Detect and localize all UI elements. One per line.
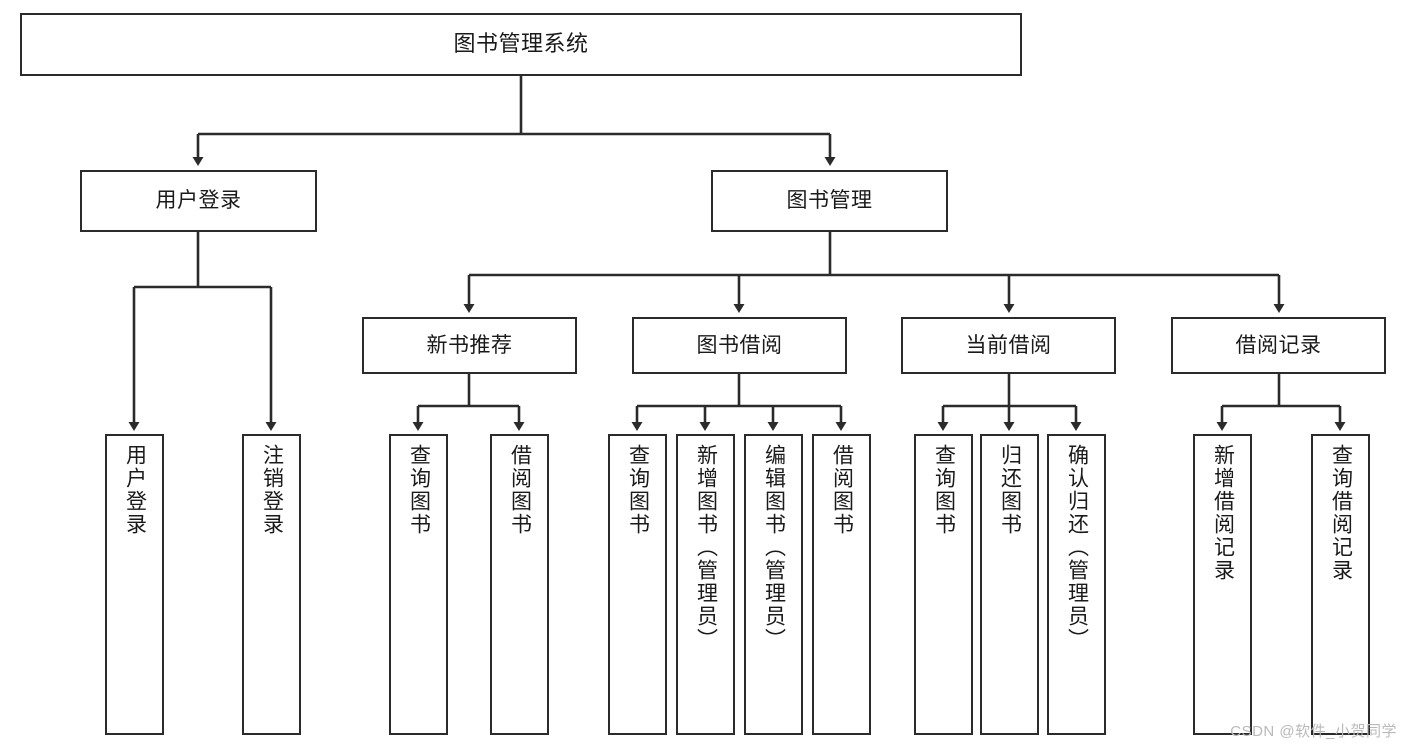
node-label: 新增借阅记录 bbox=[1211, 444, 1235, 582]
node-book-borrow[interactable]: 图书借阅 bbox=[632, 317, 847, 374]
node-label: 归还图书 bbox=[998, 444, 1022, 536]
node-borrow-record[interactable]: 借阅记录 bbox=[1171, 317, 1386, 374]
watermark: CSDN @软件_小贺同学 bbox=[1230, 723, 1397, 740]
node-label: 借阅记录 bbox=[1235, 333, 1322, 357]
node-label: 借阅图书 bbox=[830, 444, 854, 536]
leaf-query-borrow-record[interactable]: 查询借阅记录 bbox=[1311, 434, 1370, 735]
node-label: 查询图书 bbox=[932, 444, 956, 536]
leaf-add-borrow-record[interactable]: 新增借阅记录 bbox=[1193, 434, 1252, 735]
leaf-query-book-recommend[interactable]: 查询图书 bbox=[389, 434, 448, 735]
node-label: 查询图书 bbox=[407, 444, 431, 536]
node-current-borrow[interactable]: 当前借阅 bbox=[901, 317, 1116, 374]
leaf-query-book-current[interactable]: 查询图书 bbox=[914, 434, 973, 735]
node-label: 查询图书 bbox=[626, 444, 650, 536]
node-new-book-recommend[interactable]: 新书推荐 bbox=[362, 317, 577, 374]
leaf-add-book-admin[interactable]: 新增图书（管理员） bbox=[676, 434, 735, 735]
leaf-confirm-return-admin[interactable]: 确认归还（管理员） bbox=[1047, 434, 1106, 735]
node-label: 图书管理系统 bbox=[453, 31, 589, 57]
node-label: 用户登录 bbox=[155, 189, 242, 213]
node-book-management[interactable]: 图书管理 bbox=[711, 170, 948, 232]
node-label: 编辑图书（管理员） bbox=[762, 444, 786, 651]
leaf-query-book-borrow[interactable]: 查询图书 bbox=[608, 434, 667, 735]
leaf-borrow-book[interactable]: 借阅图书 bbox=[812, 434, 871, 735]
node-label: 确认归还（管理员） bbox=[1065, 444, 1089, 651]
leaf-borrow-book-recommend[interactable]: 借阅图书 bbox=[490, 434, 549, 735]
leaf-logout[interactable]: 注销登录 bbox=[242, 434, 301, 735]
leaf-edit-book-admin[interactable]: 编辑图书（管理员） bbox=[744, 434, 803, 735]
node-label: 注销登录 bbox=[260, 444, 284, 536]
node-label: 新增图书（管理员） bbox=[694, 444, 718, 651]
node-label: 图书借阅 bbox=[696, 333, 783, 357]
node-label: 新书推荐 bbox=[426, 333, 513, 357]
node-label: 用户登录 bbox=[123, 444, 147, 536]
node-label: 图书管理 bbox=[786, 189, 873, 213]
leaf-return-book[interactable]: 归还图书 bbox=[980, 434, 1039, 735]
node-root-system[interactable]: 图书管理系统 bbox=[20, 13, 1022, 76]
node-label: 当前借阅 bbox=[965, 333, 1052, 357]
node-label: 借阅图书 bbox=[508, 444, 532, 536]
leaf-user-login[interactable]: 用户登录 bbox=[105, 434, 164, 735]
node-user-login[interactable]: 用户登录 bbox=[80, 170, 317, 232]
node-label: 查询借阅记录 bbox=[1329, 444, 1353, 582]
